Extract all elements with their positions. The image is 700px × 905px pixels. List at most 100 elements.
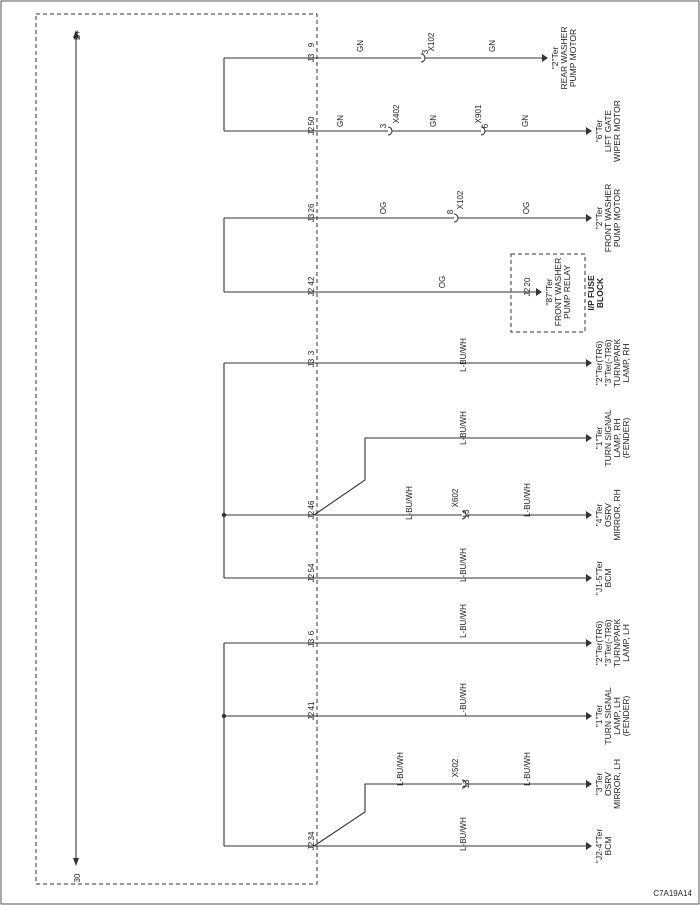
wire-color-label: GN <box>336 115 345 127</box>
wire-color-label: GN <box>356 40 365 52</box>
splice-pin-label: 3 <box>379 123 388 128</box>
connector-label: J2 <box>307 126 316 135</box>
splice-id-label: X102 <box>456 190 465 209</box>
pin-label: 46 <box>307 500 316 509</box>
svg-text:FRONT WASHER: FRONT WASHER <box>553 258 563 326</box>
svg-text:TURN/PARK: TURN/PARK <box>612 338 622 387</box>
svg-text:REAR WASHER: REAR WASHER <box>559 27 569 90</box>
fuse-block-conn: J2 <box>523 287 532 296</box>
svg-text:BCM: BCM <box>603 837 613 856</box>
svg-text:OSRV: OSRV <box>603 503 613 527</box>
terminal-arrow <box>536 288 542 296</box>
pin-label: 6 <box>307 630 316 635</box>
svg-text:"1"Ter: "1"Ter <box>594 427 604 450</box>
destination-label: "87"Ter FRONT WASHER PUMP RELAY <box>544 258 572 326</box>
wire-color-label: GN <box>488 40 497 52</box>
module-dashed-box <box>35 13 318 885</box>
wire-color-label: L-BU/WH <box>523 752 532 786</box>
figure-id: C7A19A14 <box>653 889 692 898</box>
connector-label: J2 <box>307 510 316 519</box>
destination-label: "6"Ter LIFT GATE WIPER MOTOR <box>594 100 622 162</box>
terminal-arrow <box>586 780 592 788</box>
wire-color-label: L-BU/WH <box>459 604 468 638</box>
svg-text:"4"Ter: "4"Ter <box>594 504 604 527</box>
svg-text:"J1-5"Ter: "J1-5"Ter <box>594 561 604 596</box>
destination-label: "1"Ter TURN SIGNAL LAMP, LH (FENDER) <box>594 687 631 744</box>
splice-id-label: X901 <box>474 104 483 123</box>
destination-label: "4"Ter OSRV MIRROR, RH <box>594 489 622 540</box>
svg-text:"1"Ter: "1"Ter <box>594 705 604 728</box>
pin-label: 34 <box>307 831 316 840</box>
pin-label: 42 <box>307 276 316 285</box>
fuse-block-pin: 20 <box>523 277 532 286</box>
wire-color-label: L-BU/WH <box>459 338 468 372</box>
terminal-arrow <box>542 54 548 62</box>
wire-color-label: L-BU/WH <box>396 752 405 786</box>
wire-color-label: L-BU/WH <box>459 411 468 445</box>
branch-wire <box>313 783 462 847</box>
svg-text:"2"Ter(TR6): "2"Ter(TR6) <box>594 341 604 385</box>
pin-label: 50 <box>307 116 316 125</box>
splice-id-label: X102 <box>427 32 436 51</box>
wire-color-label: GN <box>521 115 530 127</box>
pin-label: 26 <box>307 203 316 212</box>
wire-color-label: L-BU/WH <box>459 548 468 582</box>
terminal-arrow <box>586 359 592 367</box>
wire-color-label: OG <box>438 276 447 288</box>
svg-text:FRONT WASHER: FRONT WASHER <box>603 184 613 252</box>
connector-label: J2 <box>307 711 316 720</box>
branch-wire <box>313 437 586 516</box>
bus-arrow-top <box>73 30 79 38</box>
destination-label: "J1-5"Ter BCM <box>594 561 613 596</box>
svg-text:TURN/PARK: TURN/PARK <box>612 618 622 667</box>
svg-text:(FENDER): (FENDER) <box>621 418 631 459</box>
connector-label: J2 <box>307 573 316 582</box>
module-pin-label: 30 <box>73 873 82 882</box>
svg-text:TURN SIGNAL: TURN SIGNAL <box>603 687 613 744</box>
wire-color-label: L-BU/WH <box>459 817 468 851</box>
destination-label: "3"Ter OSRV MIRROR, LH <box>594 759 622 809</box>
bus-arrow-bottom <box>73 858 79 866</box>
wire-color-label: GN <box>429 115 438 127</box>
svg-text:"3"Ter(-TR6): "3"Ter(-TR6) <box>603 619 613 666</box>
svg-text:LAMP, RH: LAMP, RH <box>612 418 622 457</box>
pin-label: 41 <box>307 701 316 710</box>
splice-pin-label: 8 <box>446 209 455 214</box>
svg-text:"87"Ter: "87"Ter <box>544 278 554 305</box>
svg-text:I/P FUSE: I/P FUSE <box>586 275 596 311</box>
pin-label: 54 <box>307 563 316 572</box>
svg-text:"2"Ter: "2"Ter <box>550 47 560 70</box>
svg-text:PUMP RELAY: PUMP RELAY <box>562 265 572 319</box>
svg-text:LIFT GATE: LIFT GATE <box>603 110 613 153</box>
terminal-arrow <box>586 511 592 519</box>
svg-text:BCM: BCM <box>603 569 613 588</box>
wire-color-label: L-BU/WH <box>523 483 532 517</box>
wire-color-label: L-BU/WH <box>405 486 414 520</box>
svg-text:LAMP, LH: LAMP, LH <box>612 697 622 735</box>
connector-label: J3 <box>307 53 316 62</box>
wire-color-label: OG <box>379 202 388 214</box>
pin-label: 9 <box>307 42 316 47</box>
terminal-arrow <box>586 639 592 647</box>
svg-text:WIPER MOTOR: WIPER MOTOR <box>612 100 622 162</box>
svg-text:MIRROR, RH: MIRROR, RH <box>612 489 622 540</box>
svg-text:LAMP, RH: LAMP, RH <box>621 343 631 382</box>
destination-label: "2"Ter(TR6) "3"Ter(-TR6) TURN/PARK LAMP,… <box>594 338 631 387</box>
splice-pin-label: 13 <box>462 779 471 788</box>
svg-text:"2"Ter(TR6): "2"Ter(TR6) <box>594 621 604 665</box>
terminal-arrow <box>586 127 592 135</box>
connector-label: J3 <box>307 358 316 367</box>
terminal-arrow <box>586 434 592 442</box>
splice-pin-label: 13 <box>462 509 471 518</box>
splice-id-label: X602 <box>451 488 460 507</box>
terminal-arrow <box>586 842 592 850</box>
svg-text:"2"Ter: "2"Ter <box>594 207 604 230</box>
svg-text:"3"Ter: "3"Ter <box>594 773 604 796</box>
svg-text:MIRROR, LH: MIRROR, LH <box>612 759 622 809</box>
connector-label: J3 <box>307 213 316 222</box>
fuse-block-box <box>510 253 586 333</box>
svg-text:TURN SIGNAL: TURN SIGNAL <box>603 409 613 466</box>
splice-pin-label: 3 <box>421 49 430 54</box>
svg-text:"6"Ter: "6"Ter <box>594 120 604 143</box>
